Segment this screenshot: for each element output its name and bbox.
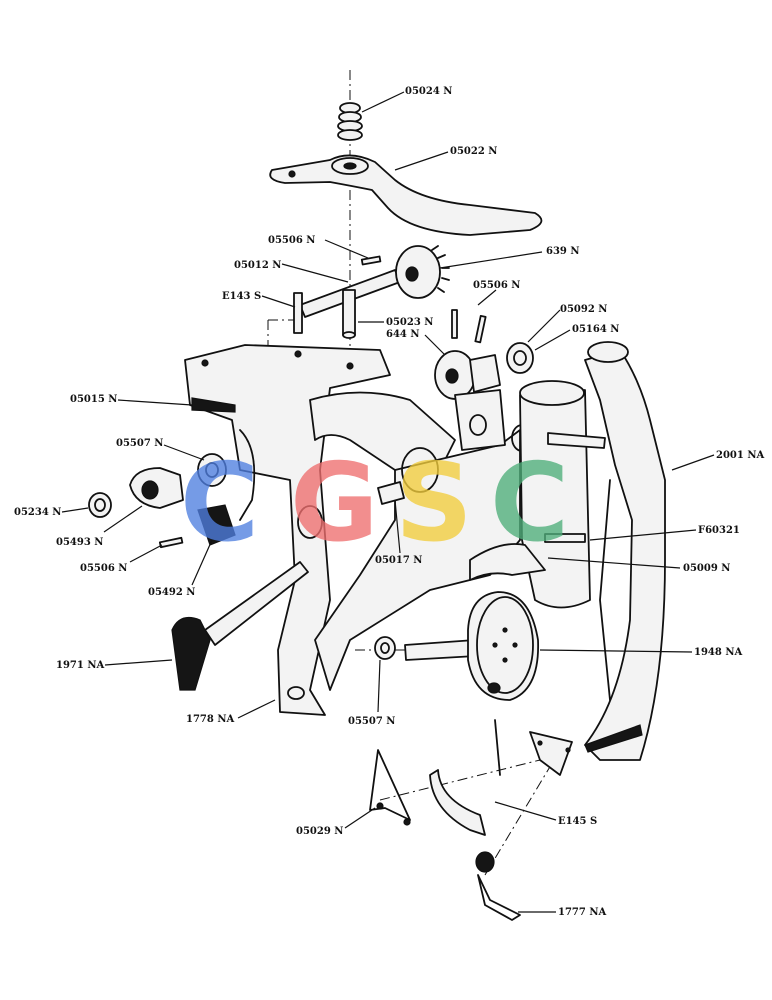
- part-1777-link: [475, 731, 573, 921]
- part-05234-washer: [88, 492, 112, 518]
- label-05234-N: 05234 N: [14, 507, 61, 518]
- watermark-letter-2: G: [290, 441, 379, 566]
- part-639-gear: [395, 245, 450, 299]
- label-05009-N: 05009 N: [683, 563, 730, 574]
- label-05506-N-right: 05506 N: [473, 280, 520, 291]
- label-639-N: 639 N: [546, 246, 580, 257]
- part-05507-washers: [197, 453, 396, 660]
- part-1971-lever: [171, 561, 309, 691]
- part-05506-pins-top: [360, 255, 487, 344]
- label-1948-NA: 1948 NA: [694, 647, 742, 658]
- label-05022-N: 05022 N: [450, 146, 497, 157]
- part-05092-collar: [506, 342, 534, 374]
- label-05507-N-left: 05507 N: [116, 438, 163, 449]
- label-05023-N: 05023 N: [386, 317, 433, 328]
- label-05492-N: 05492 N: [148, 587, 195, 598]
- part-2001-pedal-arm: [584, 341, 666, 761]
- label-05092-N: 05092 N: [560, 304, 607, 315]
- label-05012-N: 05012 N: [234, 260, 281, 271]
- cgsc-watermark: C G S C: [180, 441, 569, 566]
- label-05029-N: 05029 N: [296, 826, 343, 837]
- watermark-letter-3: S: [395, 441, 473, 566]
- part-cross-shafts: [377, 432, 606, 661]
- label-1777-NA: 1777 NA: [558, 907, 606, 918]
- part-E143-pin: [293, 292, 303, 334]
- leader-lines: [61, 91, 715, 913]
- part-05492-gear: [197, 504, 236, 546]
- label-2001-NA: 2001 NA: [716, 450, 764, 461]
- label-644-N: 644 N: [386, 329, 420, 340]
- label-E145-S: E145 S: [558, 816, 597, 827]
- label-05506-N-left: 05506 N: [80, 563, 127, 574]
- part-1948-disc: [467, 591, 539, 701]
- label-05164-N: 05164 N: [572, 324, 619, 335]
- part-05493-knob: [129, 467, 184, 509]
- part-05015-clip: [191, 397, 236, 413]
- label-05015-N: 05015 N: [70, 394, 117, 405]
- part-1778-housing: [184, 344, 533, 716]
- part-05024-spring: [337, 102, 363, 141]
- part-labels: 05024 N 05022 N 05506 N 639 N 05012 N 05…: [14, 86, 764, 918]
- label-1778-NA: 1778 NA: [186, 714, 234, 725]
- label-05017-N: 05017 N: [375, 555, 422, 566]
- part-05029-spring: [369, 749, 411, 826]
- label-E143-S: E143 S: [222, 291, 261, 302]
- watermark-letter-1: C: [180, 441, 259, 566]
- part-E145-clip: [429, 719, 501, 836]
- part-05022-lever: [269, 154, 543, 236]
- part-05506-pin-left: [158, 536, 184, 549]
- part-05012-shaft: [299, 269, 401, 339]
- watermark-letter-4: C: [490, 441, 569, 566]
- label-05493-N: 05493 N: [56, 537, 103, 548]
- label-1971-NA: 1971 NA: [56, 660, 104, 671]
- part-05009-bracket: [469, 543, 546, 581]
- label-05024-N: 05024 N: [405, 86, 452, 97]
- label-F60321: F60321: [698, 525, 740, 536]
- label-05507-N-bottom: 05507 N: [348, 716, 395, 727]
- label-05506-N-top: 05506 N: [268, 235, 315, 246]
